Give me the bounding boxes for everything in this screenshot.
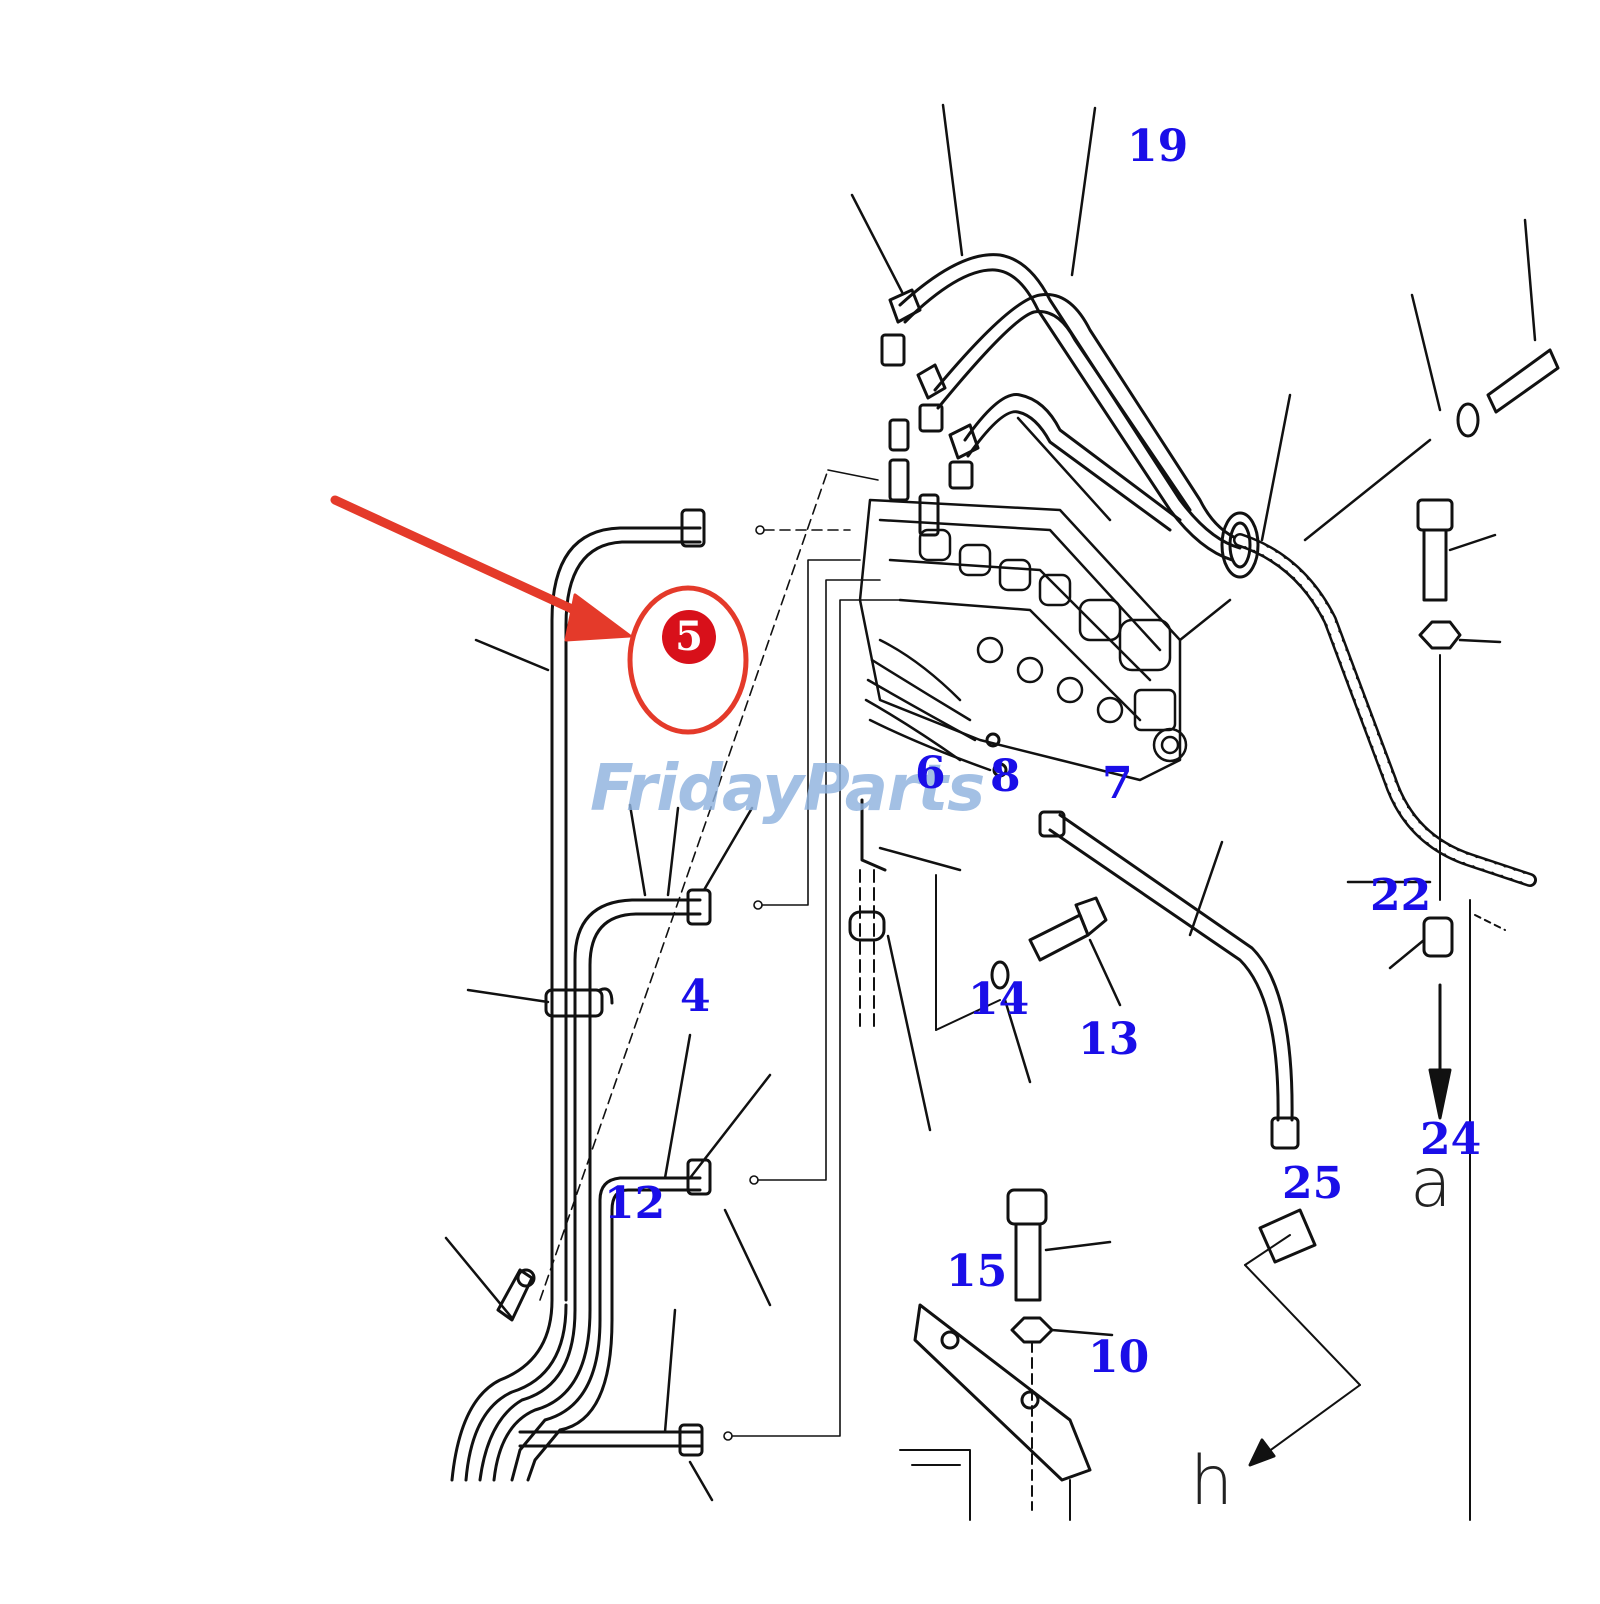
watermark-logo: FridayParts [590,752,985,826]
callout-15: 15 [946,1246,1008,1297]
callout-13: 13 [1078,1014,1140,1065]
callout-4: 4 [680,971,711,1022]
connector-lines [539,469,901,1441]
item-5-badge: 5 [662,610,716,664]
callout-12: 12 [604,1178,666,1229]
hydraulic-pipe-bundle [450,508,712,1482]
view-letter-h: h [1190,1442,1234,1521]
callout-19: 19 [1127,121,1189,172]
callout-8: 8 [990,751,1021,802]
callout-10: 10 [1088,1332,1150,1383]
callout-24: 24 [1420,1114,1482,1165]
upper-hoses [880,253,1537,887]
callout-14: 14 [968,974,1030,1025]
view-letter-a: a [1410,1144,1452,1223]
right-hardware [1244,348,1560,1521]
callout-7: 7 [1102,758,1133,809]
leader-lines-left [444,638,772,1502]
callout-22: 22 [1370,870,1432,921]
callout-25: 25 [1282,1158,1344,1209]
highlight-annotation [330,495,749,735]
callout-6: 6 [915,748,946,799]
watermark-part1: Friday [590,752,804,826]
watermark-part2: Parts [802,752,985,826]
leader-lines-top [850,103,1537,542]
lower-bracket [899,1188,1114,1521]
center-parts [848,732,1300,1150]
control-valve [858,498,1232,782]
